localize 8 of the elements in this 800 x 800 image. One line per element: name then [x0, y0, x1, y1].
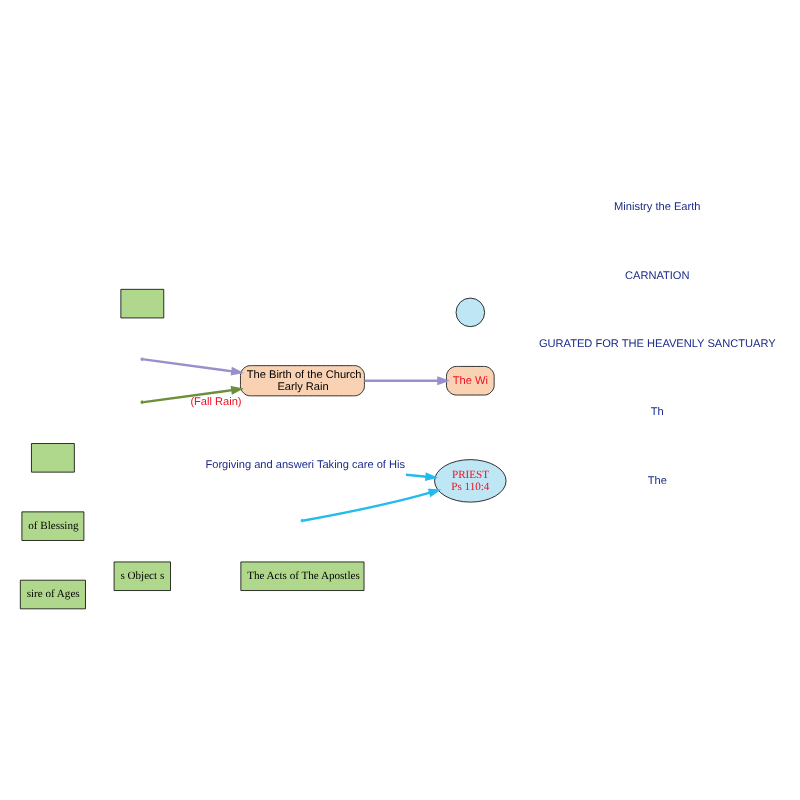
node-circle — [455, 296, 486, 327]
arrow — [405, 471, 439, 481]
arrow — [303, 487, 442, 521]
node-box — [120, 287, 165, 318]
arrow — [143, 357, 244, 375]
arrow — [364, 375, 450, 385]
arrow — [143, 384, 244, 403]
node-box — [31, 442, 75, 472]
